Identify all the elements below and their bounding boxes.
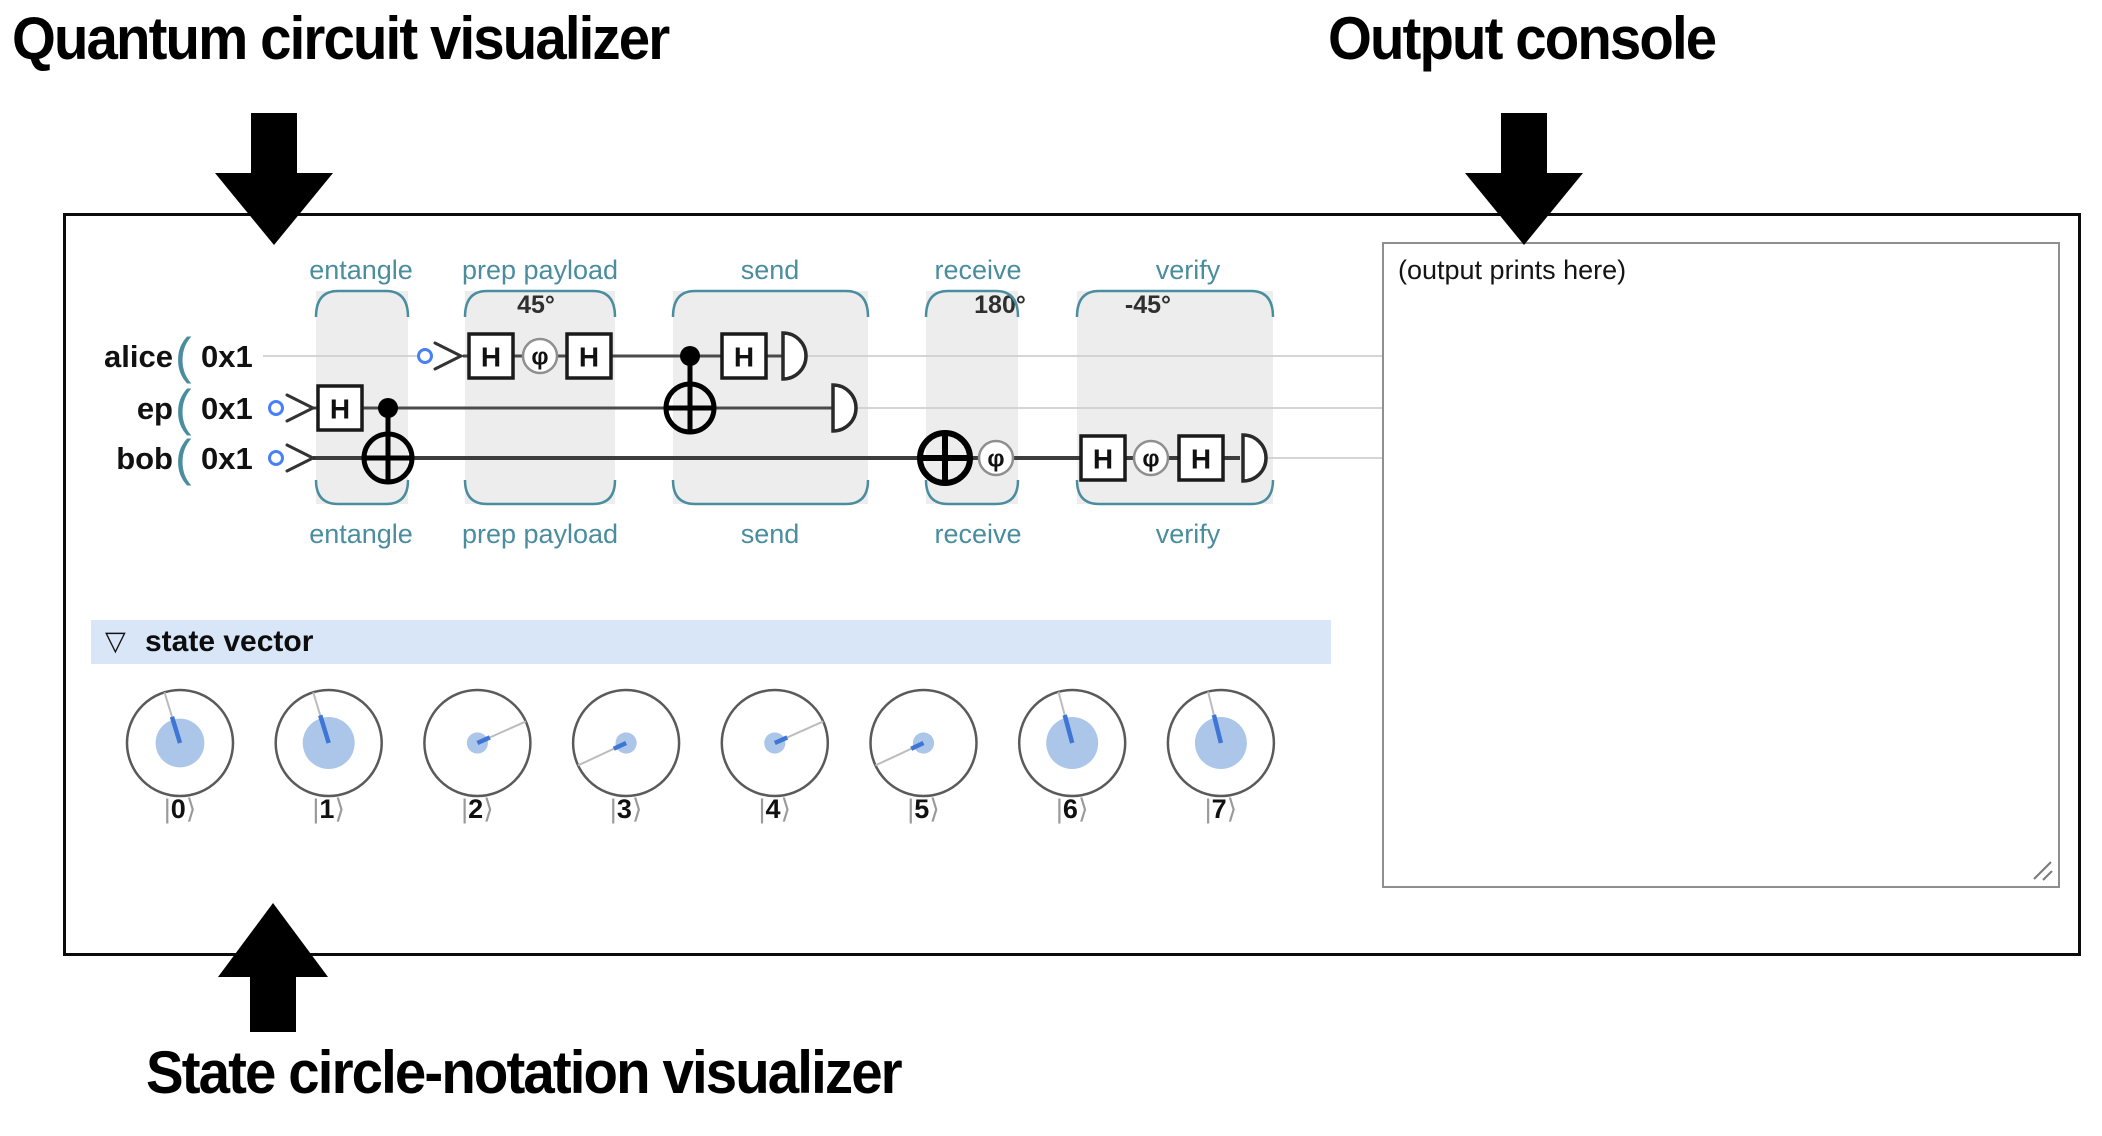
basis-state-label: |1⟩ xyxy=(312,794,345,824)
quantum-circuit-canvas[interactable]: entangle prep payload send receive verif… xyxy=(73,233,1413,553)
section-label-entangle-top: entangle xyxy=(309,255,413,285)
state-circle-4: |4⟩ xyxy=(720,688,830,824)
basis-state-label: |6⟩ xyxy=(1056,794,1089,824)
basis-state-label: |5⟩ xyxy=(907,794,940,824)
hadamard-gate[interactable]: H xyxy=(467,332,515,380)
wire-label-ep: ep ( 0x1 xyxy=(137,380,253,436)
svg-text:H: H xyxy=(734,342,754,373)
phase-needle xyxy=(318,714,331,744)
output-console[interactable]: (output prints here) xyxy=(1382,242,2060,888)
svg-text:alice: alice xyxy=(104,339,173,374)
svg-text:H: H xyxy=(579,342,599,373)
section-label-entangle-bottom: entangle xyxy=(309,519,413,549)
svg-text:φ: φ xyxy=(531,344,548,371)
section-label-receive-bottom: receive xyxy=(934,519,1021,549)
state-circle-2: |2⟩ xyxy=(423,688,532,824)
section-label-prep-payload-top: prep payload xyxy=(462,255,618,285)
section-brackets-bottom xyxy=(314,479,1275,506)
svg-text:ep: ep xyxy=(137,391,173,426)
basis-state-label: |2⟩ xyxy=(461,794,494,824)
hadamard-gate[interactable]: H xyxy=(1079,434,1127,482)
svg-text:H: H xyxy=(1093,444,1113,475)
hadamard-gate[interactable]: H xyxy=(720,332,768,380)
svg-text:φ: φ xyxy=(1142,446,1159,473)
phase-needle xyxy=(910,740,925,751)
brace-icon: ( xyxy=(175,380,192,436)
state-vector-header[interactable]: ▽ state vector xyxy=(91,620,1331,664)
phase-needle xyxy=(169,716,183,744)
brace-icon: ( xyxy=(175,328,192,384)
state-circle-6: |6⟩ xyxy=(1017,688,1127,824)
svg-text:H: H xyxy=(1191,444,1211,475)
brace-icon: ( xyxy=(175,430,192,486)
basis-state-label: |4⟩ xyxy=(759,794,792,824)
basis-state-label: |7⟩ xyxy=(1205,794,1238,824)
phase-needle xyxy=(612,740,628,751)
hadamard-gate[interactable]: H xyxy=(565,332,613,380)
phase-needle xyxy=(1062,714,1075,744)
state-vector-title: state vector xyxy=(145,625,314,658)
phase-gate[interactable]: φ xyxy=(1132,439,1170,477)
svg-text:bob: bob xyxy=(116,441,173,476)
section-brackets-top xyxy=(314,289,1275,318)
section-label-send-bottom: send xyxy=(741,519,800,549)
state-circle-0: |0⟩ xyxy=(125,688,235,824)
state-circle-5: |5⟩ xyxy=(869,688,978,824)
measure-gate[interactable] xyxy=(831,383,858,433)
section-bands xyxy=(316,291,1273,504)
svg-text:φ: φ xyxy=(987,446,1004,473)
not-gate[interactable] xyxy=(917,430,973,486)
app-panel: entangle prep payload send receive verif… xyxy=(63,213,2081,956)
cnot-gate[interactable] xyxy=(663,346,717,435)
svg-text:0x1: 0x1 xyxy=(201,391,253,426)
output-console-caption: Output console xyxy=(1328,5,1717,72)
qubit-input-icon xyxy=(417,341,465,371)
basis-state-label: |3⟩ xyxy=(610,794,643,824)
qubit-input-icon xyxy=(268,393,317,423)
svg-text:0x1: 0x1 xyxy=(201,441,253,476)
phase-needle xyxy=(1211,714,1224,744)
basis-state-label: |0⟩ xyxy=(164,794,197,824)
section-label-receive-top: receive xyxy=(934,255,1021,285)
svg-text:H: H xyxy=(481,342,501,373)
wire-label-bob: bob ( 0x1 xyxy=(116,430,253,486)
section-label-send-top: send xyxy=(741,255,800,285)
phase-needle xyxy=(476,735,491,746)
state-visualizer-caption: State circle-notation visualizer xyxy=(146,1039,903,1106)
circle-notation-display: |0⟩ |1⟩ |2⟩ |3⟩ |4⟩ |5⟩ |6⟩ |7⟩ xyxy=(125,688,1276,824)
phase-gate[interactable]: φ xyxy=(521,337,559,375)
wire-label-alice: alice ( 0x1 xyxy=(104,328,253,384)
section-label-verify-top: verify xyxy=(1156,255,1221,285)
qubit-input-icon xyxy=(268,443,317,473)
hadamard-gate[interactable]: H xyxy=(1177,434,1225,482)
state-circle-1: |1⟩ xyxy=(274,688,383,824)
rotation-label-verify: -45° xyxy=(1125,291,1171,319)
svg-text:0x1: 0x1 xyxy=(201,339,253,374)
arrow-down-icon xyxy=(1465,113,1583,245)
arrow-up-icon xyxy=(218,903,328,1032)
phase-needle xyxy=(773,735,789,746)
arrow-down-icon xyxy=(215,113,333,245)
hadamard-gate[interactable]: H xyxy=(316,384,364,432)
rotation-label-prep-payload: 45° xyxy=(517,291,555,319)
measure-gate[interactable] xyxy=(781,331,808,381)
collapse-triangle-icon[interactable]: ▽ xyxy=(105,626,126,656)
section-label-verify-bottom: verify xyxy=(1156,519,1221,549)
state-circle-3: |3⟩ xyxy=(571,688,681,824)
state-circle-7: |7⟩ xyxy=(1166,688,1276,824)
section-label-prep-payload-bottom: prep payload xyxy=(462,519,618,549)
cnot-gate[interactable] xyxy=(361,398,415,485)
phase-gate[interactable]: φ xyxy=(977,439,1015,477)
measure-gate[interactable] xyxy=(1241,433,1268,483)
svg-text:H: H xyxy=(330,394,350,425)
circuit-visualizer-caption: Quantum circuit visualizer xyxy=(12,5,670,72)
